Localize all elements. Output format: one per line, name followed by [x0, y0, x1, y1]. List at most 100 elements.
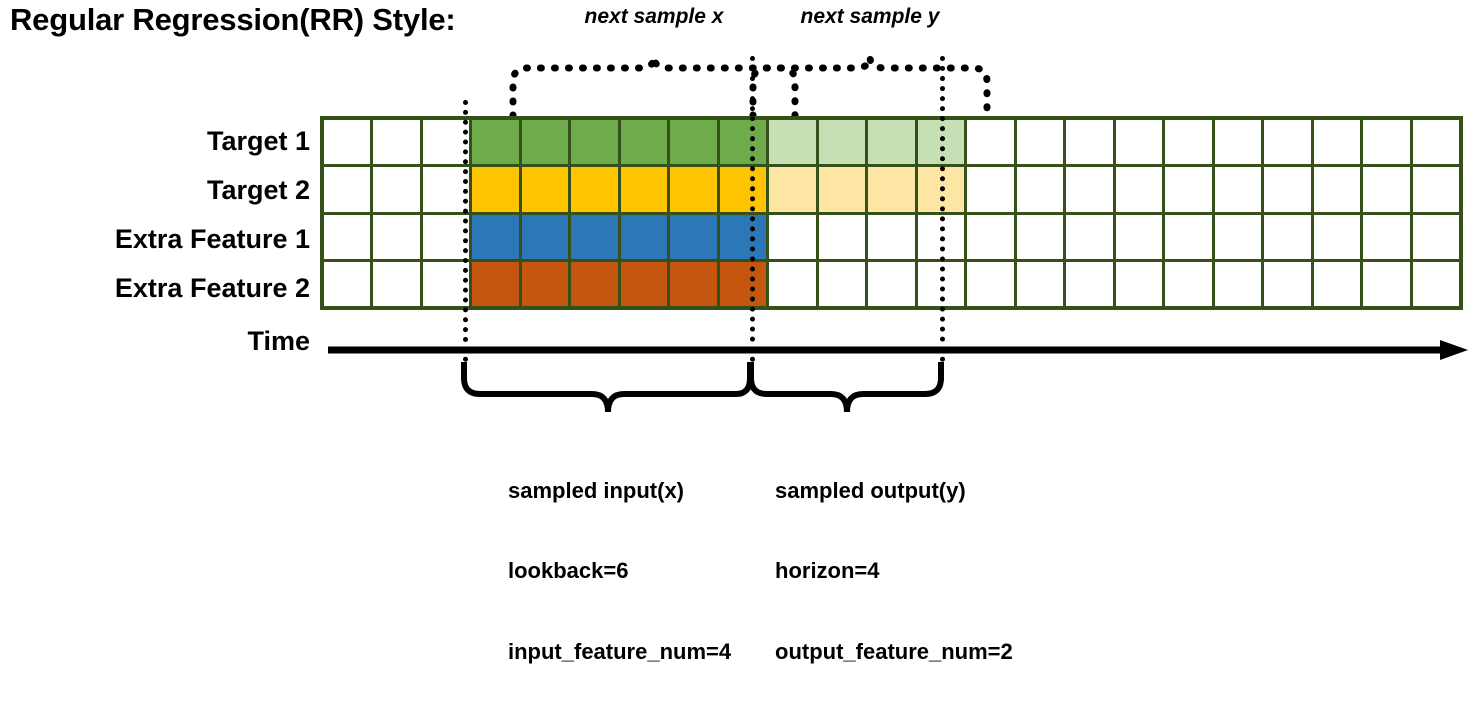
- grid-cell: [719, 120, 767, 165]
- grid-cell: [1313, 167, 1361, 212]
- grid-cell: [670, 167, 717, 212]
- caption-sampled-output: sampled output(y) horizon=4 output_featu…: [775, 424, 1013, 719]
- row-label-target-1: Target 1: [206, 126, 310, 156]
- grid-cell: [818, 167, 866, 212]
- row-label-target-2: Target 2: [206, 175, 310, 205]
- grid-cell: [324, 214, 371, 259]
- grid-cell: [868, 120, 915, 165]
- grid-cell: [620, 167, 668, 212]
- grid-cell: [1313, 261, 1361, 306]
- grid-cell: [1165, 261, 1212, 306]
- grid-cell: [967, 167, 1014, 212]
- grid-cell: [521, 261, 569, 306]
- grid-cell: [1363, 167, 1410, 212]
- grid-cell: [1016, 120, 1064, 165]
- grid-cell: [1412, 261, 1460, 306]
- grid-cell: [1066, 120, 1113, 165]
- grid-cell: [967, 214, 1014, 259]
- grid-cell: [373, 120, 420, 165]
- grid-cell: [620, 214, 668, 259]
- grid-cell: [769, 120, 816, 165]
- grid-cell: [1412, 214, 1460, 259]
- grid-cell: [818, 120, 866, 165]
- grid-cell: [373, 167, 420, 212]
- brace-sampled-output: [748, 362, 944, 413]
- grid-cell: [571, 120, 618, 165]
- grid-cell: [967, 261, 1014, 306]
- caption-sampled-output-title: sampled output(y): [775, 477, 966, 503]
- grid-cell: [1264, 214, 1311, 259]
- brace-caption-next-sample-x: next sample x: [584, 5, 724, 28]
- grid-cell: [868, 214, 915, 259]
- grid-cell: [1115, 167, 1163, 212]
- grid-row-target-1: [324, 120, 1460, 165]
- grid-cell: [719, 214, 767, 259]
- grid-cell: [1066, 214, 1113, 259]
- row-label-extra-feature-2: Extra Feature 2: [114, 273, 310, 303]
- grid-cell: [670, 261, 717, 306]
- grid-cell: [521, 167, 569, 212]
- grid-cell: [521, 214, 569, 259]
- guide-input-end: [750, 56, 755, 362]
- grid-cell: [1363, 214, 1410, 259]
- grid-cell: [1165, 120, 1212, 165]
- grid-cell: [1066, 167, 1113, 212]
- grid-cell: [472, 167, 519, 212]
- grid-row-extra-feature-2: [324, 261, 1460, 306]
- guide-input-start: [463, 100, 468, 362]
- grid-cell: [868, 261, 915, 306]
- brace-caption-next-sample-y: next sample y: [800, 5, 940, 28]
- grid-row-target-2: [324, 167, 1460, 212]
- diagram-canvas: Regular Regression(RR) Style: Target 1 T…: [10, 2, 1468, 664]
- timeline-grid: [320, 116, 1463, 310]
- caption-sampled-output-feature-num: output_feature_num=2: [775, 638, 1013, 664]
- guide-output-end: [940, 56, 945, 362]
- grid-cell: [571, 261, 618, 306]
- grid-cell: [1412, 167, 1460, 212]
- grid-cell: [1165, 167, 1212, 212]
- grid-cell: [719, 167, 767, 212]
- grid-cell: [1313, 214, 1361, 259]
- grid-cell: [571, 214, 618, 259]
- grid-cell: [1214, 120, 1262, 165]
- grid-cell: [670, 214, 717, 259]
- grid-cell: [422, 214, 470, 259]
- grid-cell: [1214, 167, 1262, 212]
- grid-cell: [1264, 261, 1311, 306]
- grid-cell: [1165, 214, 1212, 259]
- grid-cell: [422, 120, 470, 165]
- grid-cell: [1016, 214, 1064, 259]
- grid-cell: [521, 120, 569, 165]
- grid-cell: [868, 167, 915, 212]
- caption-sampled-input-lookback: lookback=6: [508, 558, 629, 584]
- caption-sampled-input-title: sampled input(x): [508, 477, 685, 503]
- grid-cell: [620, 120, 668, 165]
- grid-cell: [472, 120, 519, 165]
- page-title: Regular Regression(RR) Style:: [10, 2, 456, 37]
- grid-cell: [373, 261, 420, 306]
- axis-label-time: Time: [247, 326, 310, 356]
- grid-cell: [324, 261, 371, 306]
- grid-cell: [818, 261, 866, 306]
- grid-row-extra-feature-1: [324, 214, 1460, 259]
- brace-sampled-input: [461, 362, 753, 413]
- grid-cell: [472, 261, 519, 306]
- row-label-extra-feature-1: Extra Feature 1: [114, 224, 310, 254]
- grid-cell: [324, 167, 371, 212]
- grid-cell: [1115, 120, 1163, 165]
- grid-cell: [769, 261, 816, 306]
- grid-cell: [373, 214, 420, 259]
- grid-cell: [1115, 261, 1163, 306]
- grid-cell: [1016, 261, 1064, 306]
- grid-cell: [1363, 120, 1410, 165]
- grid-cell: [324, 120, 371, 165]
- caption-sampled-output-horizon: horizon=4: [775, 558, 880, 584]
- grid-cell: [1016, 167, 1064, 212]
- grid-cell: [818, 214, 866, 259]
- grid-cell: [422, 167, 470, 212]
- grid-cell: [472, 214, 519, 259]
- grid-cell: [769, 214, 816, 259]
- grid-cell: [719, 261, 767, 306]
- grid-cell: [1214, 261, 1262, 306]
- grid-cell: [670, 120, 717, 165]
